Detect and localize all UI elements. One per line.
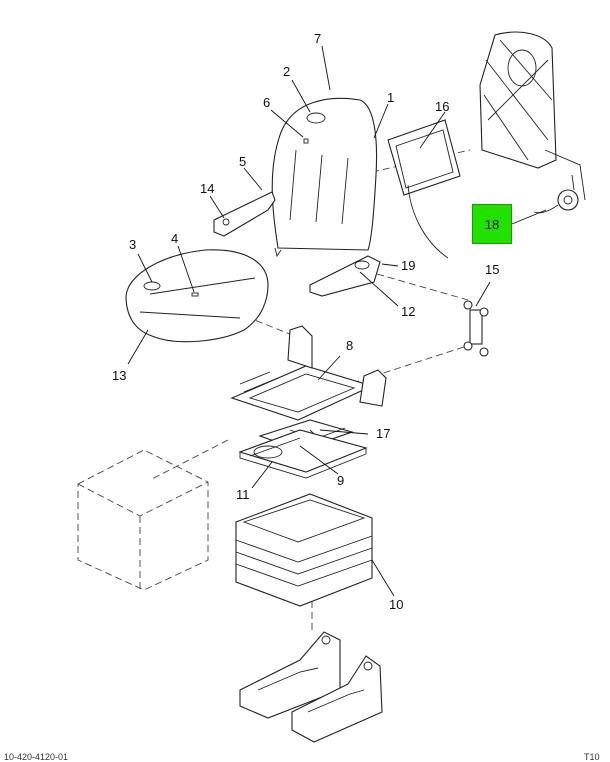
- storage-box: [77, 449, 209, 591]
- callout-16: 16: [435, 99, 449, 114]
- callout-10: 10: [389, 597, 403, 612]
- callout-14: 14: [200, 181, 214, 196]
- callout-13: 13: [112, 368, 126, 383]
- callout-9: 9: [337, 473, 344, 488]
- callout-15: 15: [485, 262, 499, 277]
- callout-11: 11: [236, 487, 250, 502]
- callout-labels: 1 2 3 4 5 6 7 8 9 10 11 12 13 14 15 16 1…: [112, 31, 499, 612]
- callout-17: 17: [376, 426, 390, 441]
- callout-6: 6: [263, 95, 270, 110]
- callout-1: 1: [387, 90, 394, 105]
- seat-slide-frame: [230, 325, 387, 421]
- riser-brackets: [239, 631, 383, 743]
- backrest-frame: [479, 31, 586, 201]
- seat-back: [271, 97, 378, 258]
- callout-3: 3: [129, 237, 136, 252]
- callout-7: 7: [314, 31, 321, 46]
- callout-4: 4: [171, 231, 178, 246]
- callout-18-highlight[interactable]: 18: [472, 204, 512, 244]
- leader-lines: [127, 45, 547, 597]
- callout-2: 2: [283, 64, 290, 79]
- footer-drawing-number: 10-420-4120-01: [4, 752, 69, 762]
- suspension-cover: [235, 493, 373, 607]
- shock-absorber: [463, 300, 489, 357]
- base-plate: [238, 429, 368, 479]
- recline-handle: [533, 174, 579, 214]
- right-armrest: [309, 255, 381, 297]
- left-armrest: [213, 191, 276, 237]
- callout-8: 8: [346, 338, 353, 353]
- footer-code: T10: [584, 752, 600, 762]
- seat-cushion: [125, 249, 269, 343]
- callout-19: 19: [401, 258, 415, 273]
- callout-12: 12: [401, 304, 415, 319]
- back-panel: [387, 119, 461, 259]
- callout-5: 5: [239, 154, 246, 169]
